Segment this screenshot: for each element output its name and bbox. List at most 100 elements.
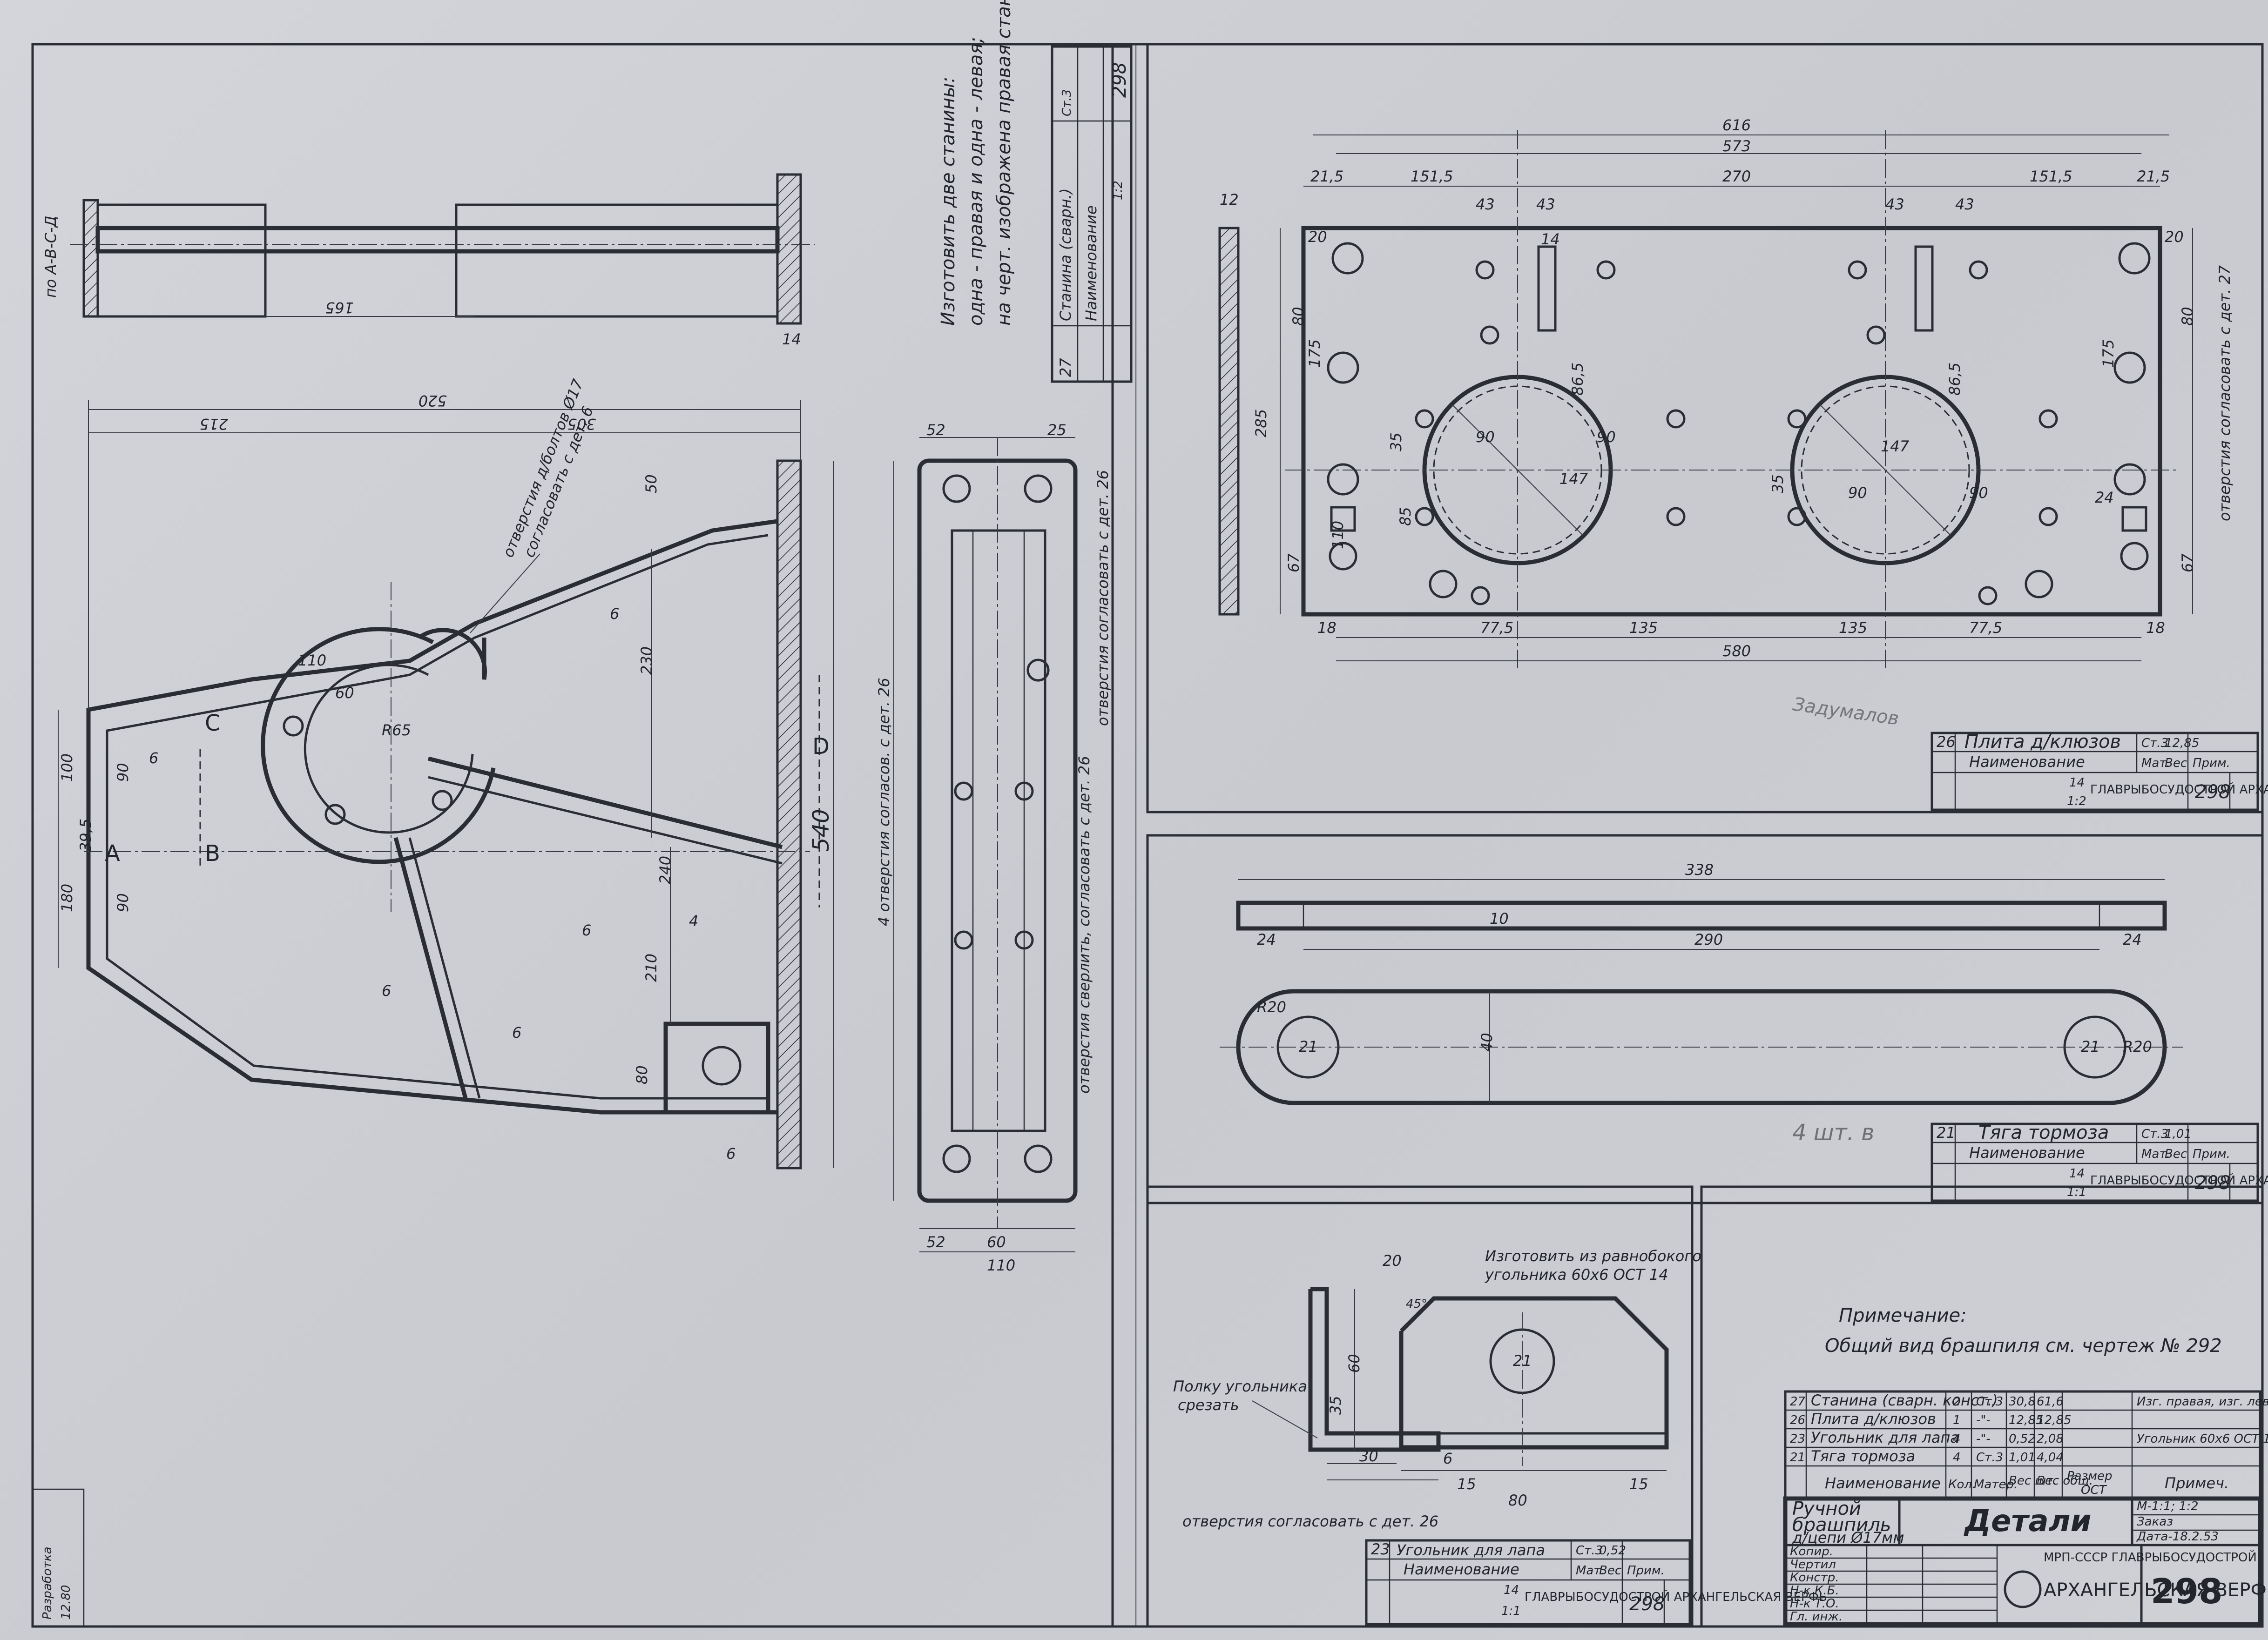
- plate-d80b: 80: [2179, 307, 2196, 326]
- bom-cell-pos: 21: [1790, 1451, 1805, 1465]
- plate-notch-r: [2121, 506, 2147, 532]
- plate-hole-7: [1329, 542, 1357, 571]
- tb21-hdr: Наименование: [1969, 1144, 2085, 1162]
- tb21-weight: 1,01: [2165, 1127, 2192, 1141]
- plate-d43b: 43: [1536, 195, 1555, 213]
- tb23-hdrwt: Вес: [1599, 1564, 1621, 1578]
- bom-cell-qty: 4: [1953, 1451, 1961, 1465]
- mtb-sheet: 298: [2151, 1572, 2222, 1612]
- plate-d24: 24: [2095, 489, 2114, 506]
- bearing-hole-1: [283, 715, 304, 737]
- plate-d43c: 43: [1885, 195, 1904, 213]
- plate-d147b: 147: [1881, 437, 1910, 455]
- mtb-r-kopir: Копир.: [1790, 1545, 1833, 1559]
- plate-diam-l: [1452, 404, 1583, 536]
- stanina-bearing-arc: [261, 627, 496, 864]
- stanina-top-view: [70, 173, 815, 325]
- plate-hole-17: [1415, 409, 1434, 429]
- plate-hole-22: [1666, 507, 1686, 526]
- plate-hole-20: [2038, 409, 2058, 429]
- bom-cell-w1: 12,85: [2009, 1413, 2043, 1427]
- plate-d573: 573: [1722, 137, 1751, 155]
- plate-d1515a: 151,5: [1411, 168, 1453, 185]
- dim-210: 210: [642, 954, 660, 982]
- plate-d43d: 43: [1955, 195, 1974, 213]
- weld-6a: 6: [610, 605, 619, 623]
- plate-hole-1: [1331, 242, 1364, 275]
- note-holes-drill: отверстия сверлить, согласовать с дет. 2…: [1075, 756, 1093, 1094]
- tb21-scale: 1:1: [2067, 1185, 2086, 1199]
- tyaga-d21b: 21: [2081, 1038, 2100, 1055]
- bom-cell-w1: 30,8: [2009, 1395, 2036, 1409]
- mtb-scale: М-1:1; 1:2: [2137, 1499, 2199, 1513]
- tb23-qty: 14: [1504, 1583, 1519, 1597]
- plate-holes-note: отверстия согласовать с дет. 27: [2216, 265, 2234, 521]
- end-hole-7: [954, 930, 973, 950]
- bom-hdr-mat: Матер.: [1974, 1478, 2018, 1492]
- weld-6c: 6: [382, 982, 391, 1000]
- mtb-r-konstr: Констр.: [1790, 1571, 1839, 1585]
- plate-d775a: 77,5: [1480, 619, 1513, 637]
- tb26-qty: 14: [2069, 776, 2085, 790]
- ugolnik-leader: [1252, 1400, 1318, 1438]
- end-hole-1: [942, 474, 971, 503]
- plate-hole-2: [2118, 242, 2151, 275]
- stanina-web-1: [427, 756, 783, 849]
- ug-d20: 20: [1383, 1252, 1402, 1270]
- tb27-name: Станина (сварн.): [1057, 188, 1074, 321]
- tb26-plant: ГЛАВРЫБОСУДОСТРОЙ АРХАНГЕЛЬСКАЯ ВЕРФЬ: [2090, 782, 2268, 797]
- ug-d21: 21: [1513, 1352, 1532, 1370]
- stanina-foot-lug: [663, 1022, 770, 1115]
- dim-90b: 90: [114, 893, 132, 912]
- plate-d175b: 175: [2099, 339, 2117, 368]
- dim-215: 215: [200, 415, 228, 433]
- ug-d15a: 15: [1457, 1475, 1476, 1493]
- bearing-hole-3: [432, 790, 453, 811]
- side-note-l2: одна - правая и одна - левая;: [965, 37, 987, 326]
- label-110: 110: [298, 652, 326, 669]
- left-strip-l1: Разработка: [40, 1546, 54, 1620]
- stanina-web-1b: [428, 776, 783, 865]
- tyaga-r20a: R20: [1257, 998, 1286, 1016]
- main-titleblock: [1783, 1496, 2262, 1627]
- plate-d110: 110: [1329, 521, 1347, 549]
- bom-cell-pos: 27: [1790, 1395, 1806, 1409]
- stanina-end-view: [893, 437, 1078, 1252]
- tb26-hdrwt: Вес: [2165, 756, 2187, 770]
- top-d165: 165: [325, 299, 354, 316]
- tb23-pos: 23: [1371, 1540, 1390, 1558]
- titleblock-23: [1365, 1539, 1691, 1626]
- mtb-order: Заказ: [2137, 1515, 2173, 1529]
- dim-230: 230: [638, 646, 655, 675]
- side-note-l1: Изготовить две станины:: [938, 77, 959, 326]
- tb26-sheet: 298: [2195, 781, 2230, 803]
- bom-cell-w2: 2,08: [2037, 1432, 2064, 1446]
- bom-cell-name: Станина (сварн. конст.): [1811, 1391, 1998, 1409]
- plate-d20a: 20: [1308, 228, 1327, 246]
- bom-cell-name: Угольник для лапа: [1811, 1429, 1959, 1446]
- plate-diam-r: [1820, 404, 1951, 536]
- tb21-mat: Ст.3: [2141, 1127, 2168, 1141]
- end-hole-3: [942, 1144, 971, 1173]
- plate-d67b: 67: [2179, 553, 2196, 572]
- plate-notch-l: [1330, 506, 1356, 532]
- bom-hdr-note: Примеч.: [2165, 1474, 2229, 1492]
- stanina-base-plate: [776, 459, 802, 1170]
- plate-d35b: 35: [1769, 474, 1787, 493]
- tb26-hdrmat: Мат.: [2141, 756, 2170, 770]
- tb23-plant: ГЛАВРЫБОСУДОСТРОЙ АРХАНГЕЛЬСКАЯ ВЕРФЬ: [1525, 1589, 1827, 1604]
- panel-ugolnik: [1146, 1185, 1694, 1628]
- end-web: [951, 529, 1046, 1132]
- mtb-r-chertil: Чертил: [1790, 1558, 1836, 1572]
- end-hole-9: [1026, 659, 1050, 682]
- plate-d67a: 67: [1285, 553, 1303, 572]
- ug-d30: 30: [1359, 1447, 1378, 1465]
- sec-D: D: [812, 733, 830, 760]
- plate-hole-12: [1596, 260, 1616, 280]
- tb21-plant: ГЛАВРЫБОСУДОСТРОЙ АРХАНГЕЛЬСКАЯ ВЕРФЬ: [2090, 1173, 2268, 1188]
- ug-d35: 35: [1327, 1396, 1344, 1415]
- bom-cell-mat: Ст.3: [1976, 1451, 2003, 1465]
- bom-cell-note: Угольник 60х6 ОСТ 14: [2137, 1432, 2268, 1446]
- tb23-scale: 1:1: [1501, 1604, 1521, 1618]
- tb26-name: Плита д/клюзов: [1964, 731, 2121, 753]
